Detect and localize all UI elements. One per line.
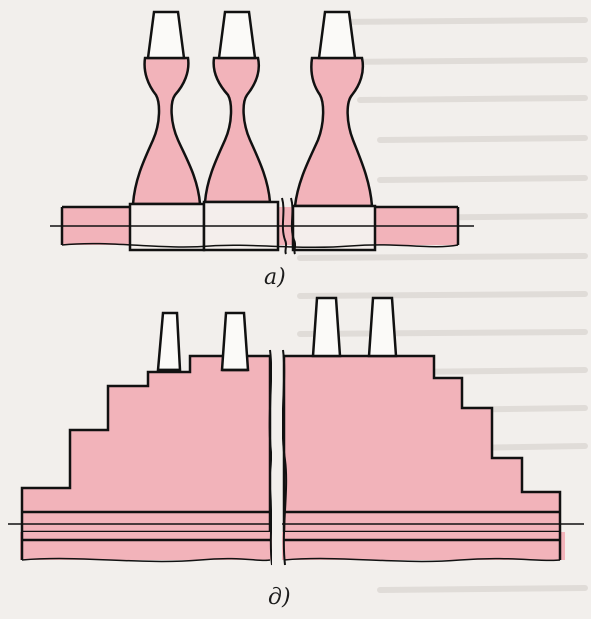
break-d-bottom xyxy=(21,557,271,563)
drum-left xyxy=(20,354,272,534)
disc-2 xyxy=(203,56,272,204)
caption-a: а) xyxy=(264,265,286,290)
drum-right xyxy=(282,354,562,534)
break-a-gap-2 xyxy=(290,197,297,255)
break-d-gap-2 xyxy=(281,349,288,566)
disc-1 xyxy=(131,56,202,206)
hub-1 xyxy=(128,202,206,252)
break-a-gap xyxy=(281,197,288,255)
caption-d: д) xyxy=(268,585,291,610)
blade-d-3 xyxy=(311,296,342,358)
blade-3 xyxy=(317,10,357,60)
shaft-d-lines xyxy=(20,510,562,560)
blade-2 xyxy=(217,10,257,60)
hub-3 xyxy=(291,204,377,252)
break-a-bottom xyxy=(61,242,459,249)
disc-3 xyxy=(293,56,374,208)
diagram-d xyxy=(8,296,584,566)
blade-1 xyxy=(146,10,186,60)
shaft-d-fill xyxy=(20,532,565,560)
blade-d-2 xyxy=(220,311,250,372)
blade-d-1 xyxy=(156,311,182,372)
diagram-a xyxy=(50,10,474,255)
break-d-bottom-2 xyxy=(283,557,561,563)
blade-d-4 xyxy=(367,296,398,358)
break-d-space xyxy=(272,350,282,565)
